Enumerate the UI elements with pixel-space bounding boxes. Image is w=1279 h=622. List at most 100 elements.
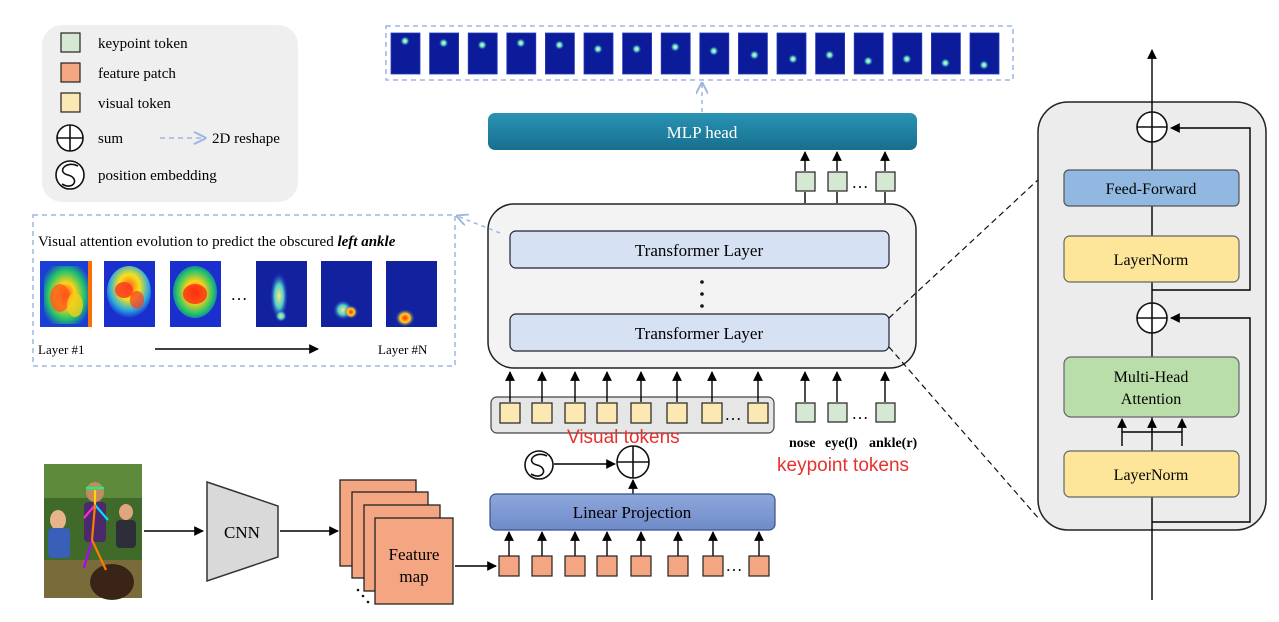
attention-first-layer-label: Layer #1 <box>38 342 85 357</box>
keypoint-heatmap <box>390 32 421 75</box>
legend-panel <box>42 25 298 202</box>
zoom-line-top <box>888 177 1041 319</box>
legend-feature-swatch <box>60 62 81 83</box>
attention-last-layer-label: Layer #N <box>378 342 428 357</box>
attention-map-4 <box>256 261 307 327</box>
feature-patch <box>564 555 586 577</box>
multi-head-attention-block <box>1063 356 1240 418</box>
input-token-ellipsis: … <box>852 404 869 423</box>
mlp-head-label: MLP head <box>667 123 738 142</box>
transformer-layer-bottom <box>509 313 890 352</box>
attention-map-6 <box>386 261 437 327</box>
feature-patch <box>630 555 652 577</box>
output-keypoint-token <box>827 171 848 192</box>
visual-token <box>596 402 618 424</box>
transformer-layer-bottom-label: Transformer Layer <box>635 324 764 343</box>
attention-maps: … <box>40 261 437 327</box>
legend-feature-label: feature patch <box>98 66 176 82</box>
keypoint-heatmap <box>699 32 730 75</box>
keypoint-heatmap <box>776 32 807 75</box>
keypoint-heatmap <box>892 32 923 75</box>
keypoint-heatmap <box>429 32 460 75</box>
keypoint-heatmap <box>853 32 884 75</box>
legend: keypoint token feature patch visual toke… <box>42 25 298 202</box>
attention-maps-ellipsis: … <box>231 285 248 304</box>
keypoint-heatmap <box>969 32 1000 75</box>
legend-visual-label: visual token <box>98 96 171 112</box>
sum-icon-upper <box>1136 111 1168 143</box>
feature-patch <box>596 555 618 577</box>
visual-tokens-label: Visual tokens <box>567 427 680 448</box>
output-keypoint-token <box>795 171 816 192</box>
attention-evolution-panel <box>32 214 456 367</box>
input-keypoint-tokens: … <box>795 371 896 423</box>
feature-patch <box>498 555 520 577</box>
attention-caption: Visual attention evolution to predict th… <box>38 234 396 250</box>
attention-map-2 <box>104 261 155 327</box>
feed-forward-block <box>1063 169 1240 207</box>
keypoint-tokens-label: keypoint tokens <box>777 455 909 476</box>
legend-reshape-label: 2D reshape <box>212 131 280 147</box>
cnn-block <box>206 480 279 583</box>
residual-path-top <box>1152 123 1251 291</box>
feature-patch <box>702 555 724 577</box>
keypoint-heatmap <box>815 32 845 75</box>
keypoint-name-eye: eye(l) <box>825 436 858 451</box>
layernorm-top-label: LayerNorm <box>1114 252 1189 269</box>
feature-patch <box>531 555 553 577</box>
output-token-ellipsis: … <box>852 173 869 192</box>
legend-position-embedding-icon <box>55 160 85 190</box>
keypoint-name-nose: nose <box>789 436 815 451</box>
output-keypoint-token <box>875 171 896 192</box>
transformer-layer-top-label: Transformer Layer <box>635 241 764 260</box>
input-keypoint-token <box>827 402 848 423</box>
pose-skeleton <box>82 486 109 571</box>
legend-sum-icon <box>56 124 84 152</box>
keypoint-heatmap <box>506 32 537 75</box>
keypoint-heatmap <box>545 32 575 75</box>
visual-token <box>630 402 652 424</box>
multi-head-attention-label-line2: Attention <box>1121 391 1181 408</box>
visual-token <box>701 402 723 424</box>
feature-map-stack <box>339 479 454 605</box>
output-keypoint-tokens: … <box>795 151 896 203</box>
visual-token <box>531 402 553 424</box>
zoom-line-bottom <box>888 346 1041 521</box>
attention-map-3 <box>170 261 221 327</box>
residual-path-bottom <box>1152 313 1251 523</box>
attention-map-1 <box>40 261 92 327</box>
attention-map-5 <box>321 261 372 327</box>
layer-stack-dots <box>700 280 704 308</box>
visual-token <box>499 402 521 424</box>
legend-sum-label: sum <box>98 131 123 147</box>
input-keypoint-token <box>875 402 896 423</box>
keypoint-heatmap <box>931 32 961 75</box>
legend-position-label: position embedding <box>98 168 217 184</box>
visual-token <box>747 402 769 424</box>
keypoint-heatmap <box>660 32 691 75</box>
keypoint-heatmap <box>622 32 652 75</box>
feature-patch <box>667 555 689 577</box>
transformer-layer-top <box>509 230 890 269</box>
keypoint-heatmap <box>467 32 498 75</box>
keypoint-heatmap <box>738 32 768 75</box>
layernorm-bottom-label: LayerNorm <box>1114 467 1189 484</box>
feature-patches-ellipsis: … <box>726 556 743 575</box>
linear-projection-label: Linear Projection <box>573 503 692 522</box>
keypoint-name-ankle: ankle(r) <box>869 436 918 451</box>
visual-token <box>564 402 586 424</box>
legend-keypoint-label: keypoint token <box>98 36 188 52</box>
multi-head-attention-label-line1: Multi-Head <box>1114 369 1189 386</box>
sum-icon <box>616 445 650 479</box>
cnn-label: CNN <box>224 523 260 542</box>
input-keypoint-token <box>795 402 816 423</box>
visual-token <box>666 402 688 424</box>
feed-forward-label: Feed-Forward <box>1106 181 1197 198</box>
linear-projection-block <box>489 493 776 531</box>
heatmap-output-frame <box>385 25 1014 81</box>
feature-patch-row <box>498 531 770 577</box>
mlp-head-block <box>488 113 917 150</box>
position-embedding-icon <box>524 450 554 480</box>
feature-map-label-line2: map <box>399 567 428 586</box>
keypoint-heatmap <box>583 32 614 75</box>
